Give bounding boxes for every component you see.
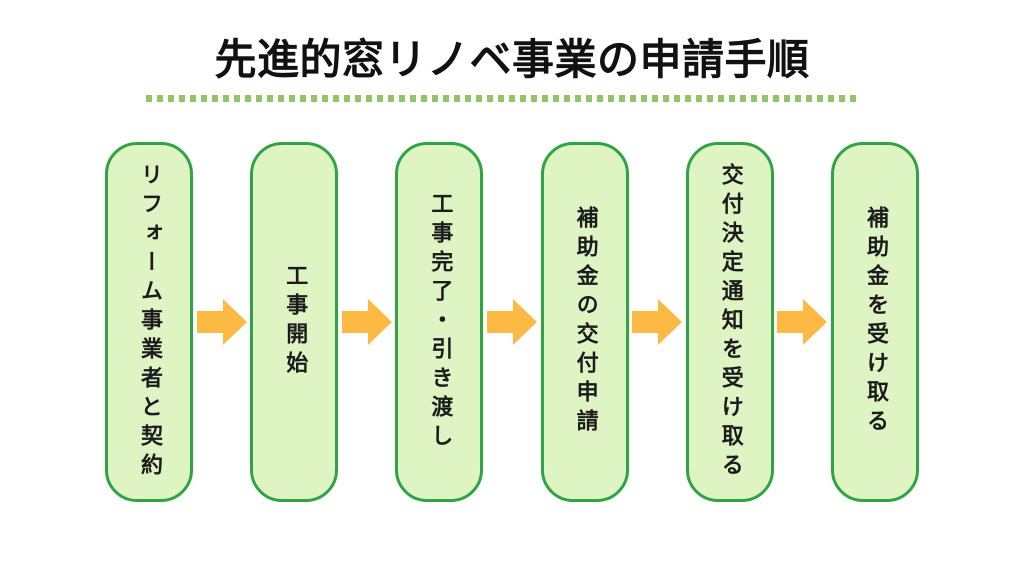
arrow-tail [196, 311, 223, 333]
arrow-right-icon [196, 299, 247, 345]
flow-step-label: 補助金の交付申請 [572, 206, 598, 438]
arrow-tail [777, 311, 804, 333]
flow-step-box-6: 補助金を受け取る [830, 142, 919, 502]
flow-step-box-1: リフォーム事業者と契約 [105, 142, 193, 502]
arrow-tail [341, 311, 368, 333]
arrow-head [658, 299, 683, 345]
arrow-tail [632, 311, 659, 333]
arrow-right-icon [777, 299, 828, 345]
arrow-right-icon [341, 299, 392, 345]
arrow-right-icon [632, 299, 683, 345]
arrow-head [803, 299, 828, 345]
dotted-divider [146, 95, 856, 102]
arrow-tail [486, 311, 513, 333]
flow-step-label: リフォーム事業者と契約 [137, 162, 162, 482]
flow-step-box-5: 交付決定通知を受け取る [685, 142, 774, 502]
flow-row: リフォーム事業者と契約 工事開始 工事完了・引き渡し 補助金の交付申請 交付決定通知を受… [105, 142, 919, 502]
page-title: 先進的窓リノベ事業の申請手順 [214, 35, 810, 84]
arrow-head [512, 299, 537, 345]
flow-step-label: 工事完了・引き渡し [427, 191, 453, 453]
flow-step-box-2: 工事開始 [250, 142, 339, 502]
flow-step-label: 工事開始 [282, 264, 308, 380]
flow-step-label: 交付決定通知を受け取る [717, 162, 743, 482]
flow-step-box-4: 補助金の交付申請 [540, 142, 629, 502]
flow-step-label: 補助金を受け取る [862, 206, 888, 438]
arrow-head [222, 299, 247, 345]
arrow-head [367, 299, 392, 345]
flow-step-box-3: 工事完了・引き渡し [395, 142, 484, 502]
arrow-right-icon [486, 299, 537, 345]
